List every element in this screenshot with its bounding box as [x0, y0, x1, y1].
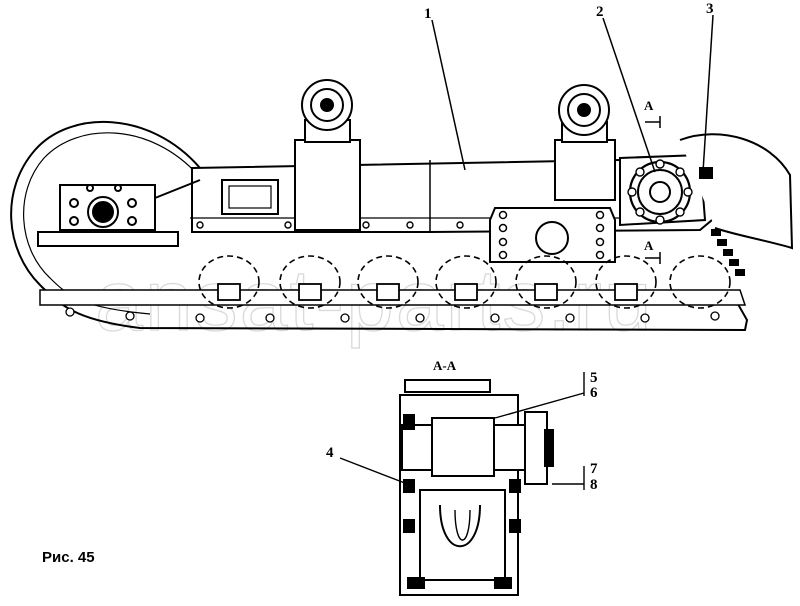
drive-sprocket — [619, 133, 794, 250]
track-rollers — [198, 255, 731, 309]
figure-caption: Рис. 45 — [42, 549, 95, 566]
leader-lines — [431, 14, 714, 264]
track-belt-outer — [10, 120, 749, 332]
section-hatched-blocks — [403, 414, 521, 589]
carrier-roller-right — [554, 84, 616, 201]
callout-1: 1 — [424, 6, 432, 22]
idler-hub — [92, 201, 114, 223]
section-flange — [524, 411, 548, 485]
idler-base — [37, 231, 179, 247]
callout-2: 2 — [596, 4, 604, 20]
side-view — [10, 79, 794, 332]
track-shoe-bolts — [65, 307, 720, 323]
section-marker-top: А — [644, 98, 654, 113]
idler-arm — [154, 179, 201, 199]
frame-bolts — [196, 221, 464, 229]
callout-4: 4 — [326, 445, 334, 461]
callout-3: 3 — [706, 1, 714, 17]
callout-5: 5 — [590, 370, 598, 386]
section-roller — [419, 489, 506, 581]
section-view — [399, 379, 554, 596]
section-hub — [431, 417, 495, 477]
callout-6: 6 — [590, 385, 598, 401]
section-top-cap — [404, 379, 491, 393]
section-roller-groove-2 — [454, 509, 471, 541]
section-leaders — [339, 372, 585, 490]
section-flange-cap — [544, 429, 554, 467]
section-marker-bottom: А — [644, 238, 654, 253]
carrier-roller-left — [294, 79, 361, 231]
section-roller-groove — [439, 504, 481, 548]
track-teeth — [711, 229, 745, 276]
tensioner-window — [221, 179, 279, 215]
tensioner-window-inner — [228, 185, 272, 209]
section-title: А-А — [433, 358, 457, 373]
idler-bolts — [69, 184, 137, 226]
callout-8: 8 — [590, 477, 598, 493]
callout-7: 7 — [590, 461, 598, 477]
idler-hub-ring — [87, 196, 119, 228]
mounting-plate — [489, 207, 616, 263]
